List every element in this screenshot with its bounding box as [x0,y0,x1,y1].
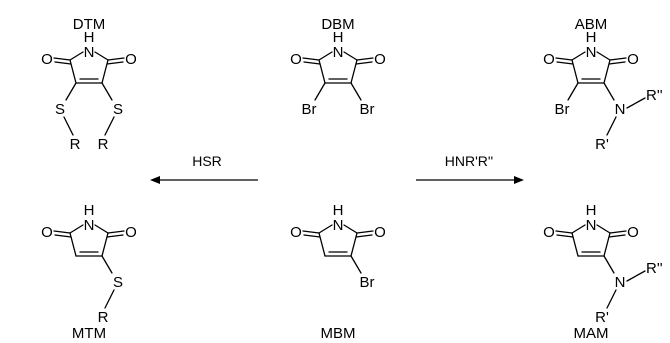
atom-o-right: O [125,51,137,68]
atom-br: Br [360,274,375,291]
arrow-left [150,176,258,184]
atom-n-amine: N [615,101,626,118]
atom-n: N [586,217,597,234]
atom-r-prime: R' [595,309,609,326]
atom-n: N [333,44,344,61]
atom-o-right: O [374,51,386,68]
atom-o-right: O [125,224,137,241]
atom-n: N [586,44,597,61]
atom-o-left: O [41,51,53,68]
reagent-right: HNR'R'' [445,153,493,169]
atom-o-right: O [627,224,639,241]
atom-br-left: Br [302,101,317,118]
compound-label-dbm: DBM [321,16,354,33]
compound-mam: H N O O N R'' R' MAM [543,202,663,342]
atom-r-double-prime: R'' [646,87,663,104]
arrow-right [416,176,524,184]
compound-abm: ABM H N O O Br N R'' R' [543,16,663,153]
atom-o-left: O [543,224,555,241]
atom-o-right: O [374,224,386,241]
atom-r-left: R [70,136,81,153]
atom-n: N [84,217,95,234]
atom-r-right: R [98,136,109,153]
compound-label-abm: ABM [575,16,608,33]
atom-o-right: O [627,51,639,68]
atom-h: H [586,202,597,219]
atom-o-left: O [290,224,302,241]
atom-n-amine: N [615,274,626,291]
atom-s-right: S [113,101,123,118]
atom-n: N [333,217,344,234]
atom-o-left: O [41,224,53,241]
compound-mbm: H N O O Br MBM [290,202,386,342]
compound-label-mtm: MTM [72,325,106,342]
reagent-left: HSR [192,153,222,169]
compound-label-dtm: DTM [73,16,106,33]
atom-h: H [586,29,597,46]
atom-br: Br [555,101,570,118]
atom-o-left: O [543,51,555,68]
atom-s-left: S [55,101,65,118]
atom-h: H [333,202,344,219]
atom-o-left: O [290,51,302,68]
atom-s: S [113,274,123,291]
compound-mtm: H N O O S R MTM [41,202,137,342]
atom-br-right: Br [360,101,375,118]
atom-r-prime: R' [595,136,609,153]
atom-r-double-prime: R'' [646,260,663,277]
compound-label-mbm: MBM [321,325,356,342]
compound-dtm: DTM H N O O S S R R [41,16,137,153]
atom-h: H [84,29,95,46]
atom-n: N [84,44,95,61]
compound-label-mam: MAM [574,325,609,342]
atom-h: H [84,202,95,219]
atom-r: R [98,309,109,326]
compound-dbm: DBM H N O O Br Br [290,16,386,118]
atom-h: H [333,29,344,46]
